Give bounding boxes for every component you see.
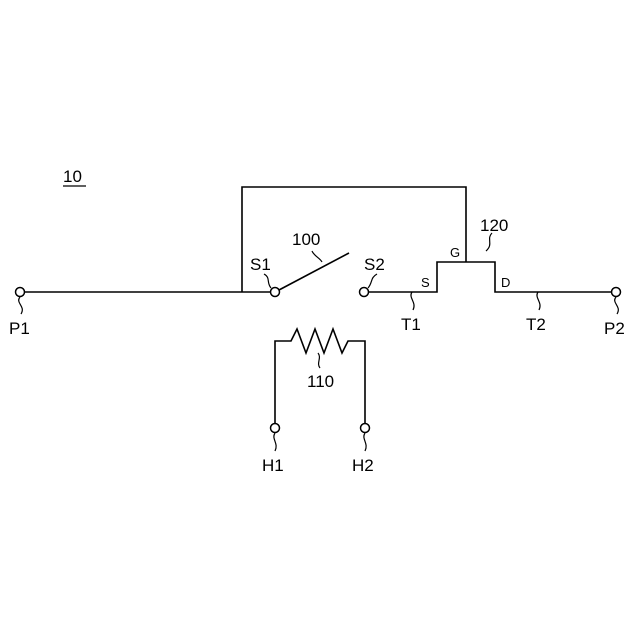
switch-blade [279, 253, 349, 290]
wire-gate-loop [242, 187, 466, 292]
leader-h1 [274, 433, 276, 451]
leader-switch-100 [312, 251, 322, 262]
leader-t1 [411, 292, 414, 310]
terminal-h1 [271, 424, 280, 433]
label-s2: S2 [364, 255, 385, 274]
label-switch-ref: 100 [292, 230, 320, 249]
label-t2: T2 [526, 315, 546, 334]
wire-s2-transistor-p2 [368, 262, 612, 292]
label-source: S [421, 275, 430, 290]
label-s1: S1 [250, 255, 271, 274]
figure-reference: 10 [63, 167, 82, 186]
leader-p1 [19, 297, 23, 314]
label-p2: P2 [604, 319, 625, 338]
leader-s2 [368, 274, 377, 288]
label-h2: H2 [352, 456, 374, 475]
leader-t2 [537, 292, 540, 310]
leader-s1 [264, 274, 271, 288]
terminal-p1 [16, 288, 25, 297]
terminal-s2 [360, 288, 369, 297]
leader-p2 [615, 297, 619, 314]
label-t1: T1 [401, 315, 421, 334]
terminal-h2 [361, 424, 370, 433]
label-gate: G [450, 245, 460, 260]
label-h1: H1 [262, 456, 284, 475]
label-transistor-ref: 120 [480, 216, 508, 235]
leader-heater-110 [318, 353, 320, 368]
leader-transistor-120 [486, 233, 492, 251]
label-drain: D [501, 275, 510, 290]
leader-h2 [364, 433, 366, 451]
label-heater-ref: 110 [307, 372, 334, 391]
terminal-s1 [271, 288, 280, 297]
terminal-p2 [612, 288, 621, 297]
label-p1: P1 [9, 319, 30, 338]
